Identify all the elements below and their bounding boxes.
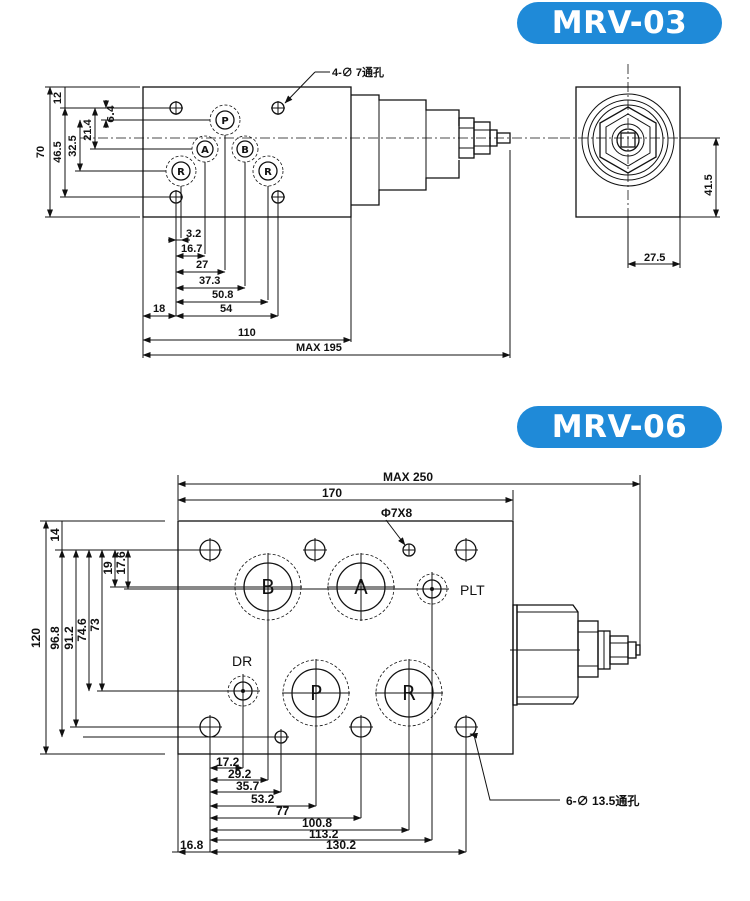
- mrv-06-hole-note: 6-∅ 13.5通孔: [566, 793, 639, 808]
- mrv-03-title-badge: MRV-03: [517, 2, 722, 44]
- mrv-06-dim-35-7: 35.7: [236, 779, 260, 793]
- mrv-06-dim-17-6: 17.6: [114, 551, 128, 575]
- mrv-03-valve-body: [142, 86, 352, 218]
- mrv-06-dim-74-6: 74.6: [75, 618, 89, 642]
- mrv-06-dim-77: 77: [276, 804, 290, 818]
- mrv-06-front-view: B A P R PLT DR Φ7X8: [29, 470, 641, 855]
- mrv-06-mounting-holes: [198, 538, 478, 739]
- mrv-06-port-r: R: [375, 659, 443, 727]
- mrv-06-title-badge: MRV-06: [517, 406, 722, 448]
- mrv-06-dim-96-8: 96.8: [48, 626, 62, 650]
- mrv-03-port-r-left: R: [165, 155, 197, 187]
- mrv-03-dim-41-5: 41.5: [703, 174, 715, 195]
- mrv-06-dim-19: 19: [101, 561, 115, 575]
- mrv-03-dim-21-4: 21.4: [82, 118, 94, 140]
- port-label: P: [221, 116, 228, 127]
- mrv-06-valve-body: [177, 520, 514, 755]
- mrv-06-port-p: P: [282, 659, 350, 727]
- mrv-06-locating-pin-bottom: [273, 729, 289, 745]
- mrv-03-port-b: B: [231, 135, 259, 163]
- mrv-06-port-dr: [226, 674, 260, 708]
- mrv-03-hole-note: 4-∅ 7通孔: [332, 66, 384, 79]
- mrv-06-dim-14: 14: [48, 528, 62, 542]
- mrv-06-dim-113-2: 113.2: [309, 827, 339, 841]
- mrv-06-dim-53-2: 53.2: [251, 792, 275, 806]
- mrv-06-dim-120: 120: [29, 628, 43, 648]
- mrv-06-dr-label: DR: [232, 653, 252, 669]
- mrv-06-port-plt: [415, 572, 449, 606]
- mrv-03-front-view: P A B R R 4-∅ 7通孔 70 46: [35, 66, 560, 358]
- mrv-06-dim-16-8: 16.8: [180, 838, 204, 852]
- mrv-03-side-view: 41.5 27.5: [560, 64, 720, 268]
- mrv-06-dim-91-2: 91.2: [62, 626, 76, 650]
- mrv-06-dim-29-2: 29.2: [228, 767, 252, 781]
- mrv-03-port-p: P: [209, 104, 241, 136]
- mrv-03-dim-32-5: 32.5: [67, 135, 79, 156]
- port-label: B: [261, 575, 275, 599]
- mrv-03-dim-70: 70: [35, 146, 47, 158]
- port-label: R: [264, 167, 272, 178]
- mrv-03-dim-50-8: 50.8: [212, 289, 233, 301]
- mrv-06-port-a: A: [327, 553, 395, 621]
- mrv-03-dim-46-5: 46.5: [52, 141, 64, 162]
- mrv-03-dim-27-5: 27.5: [644, 252, 665, 264]
- mrv-03-dim-18: 18: [153, 303, 165, 315]
- mrv-03-dim-max-195: MAX 195: [296, 342, 342, 354]
- mrv-03-dim-27: 27: [196, 259, 208, 271]
- mrv-06-dim-100-8: 100.8: [302, 816, 332, 830]
- port-label: R: [177, 167, 185, 178]
- mrv-06-plt-label: PLT: [460, 582, 485, 598]
- port-label: A: [354, 575, 368, 599]
- mrv-03-port-a: A: [191, 135, 219, 163]
- mrv-03-dim-54: 54: [220, 303, 233, 315]
- mrv-03-dim-12: 12: [52, 92, 64, 104]
- port-label: A: [201, 145, 209, 156]
- mrv-06-port-b: B: [234, 553, 302, 621]
- mrv-03-mounting-holes: [169, 101, 285, 204]
- mrv-03-dim-110: 110: [238, 327, 256, 339]
- mrv-03-dim-16-7: 16.7: [181, 243, 202, 255]
- mrv-03-dim-3-2: 3.2: [186, 228, 201, 240]
- mrv-06-dim-130-2: 130.2: [326, 838, 356, 852]
- mrv-03-dim-37-3: 37.3: [199, 275, 220, 287]
- port-label: B: [241, 145, 249, 156]
- mrv-06-dim-17-2: 17.2: [216, 755, 240, 769]
- port-label: P: [310, 681, 322, 705]
- mrv-06-dim-170: 170: [322, 486, 342, 500]
- mrv-06-dim-max-250: MAX 250: [383, 470, 433, 484]
- mrv-06-pin-note: Φ7X8: [381, 506, 413, 520]
- mrv-06-locating-pin-top: [402, 543, 416, 557]
- mrv-03-dim-6-4: 6.4: [106, 105, 117, 123]
- mrv-03-port-r-right: R: [252, 155, 284, 187]
- port-label: R: [402, 681, 416, 705]
- mrv-06-dim-73: 73: [88, 618, 102, 632]
